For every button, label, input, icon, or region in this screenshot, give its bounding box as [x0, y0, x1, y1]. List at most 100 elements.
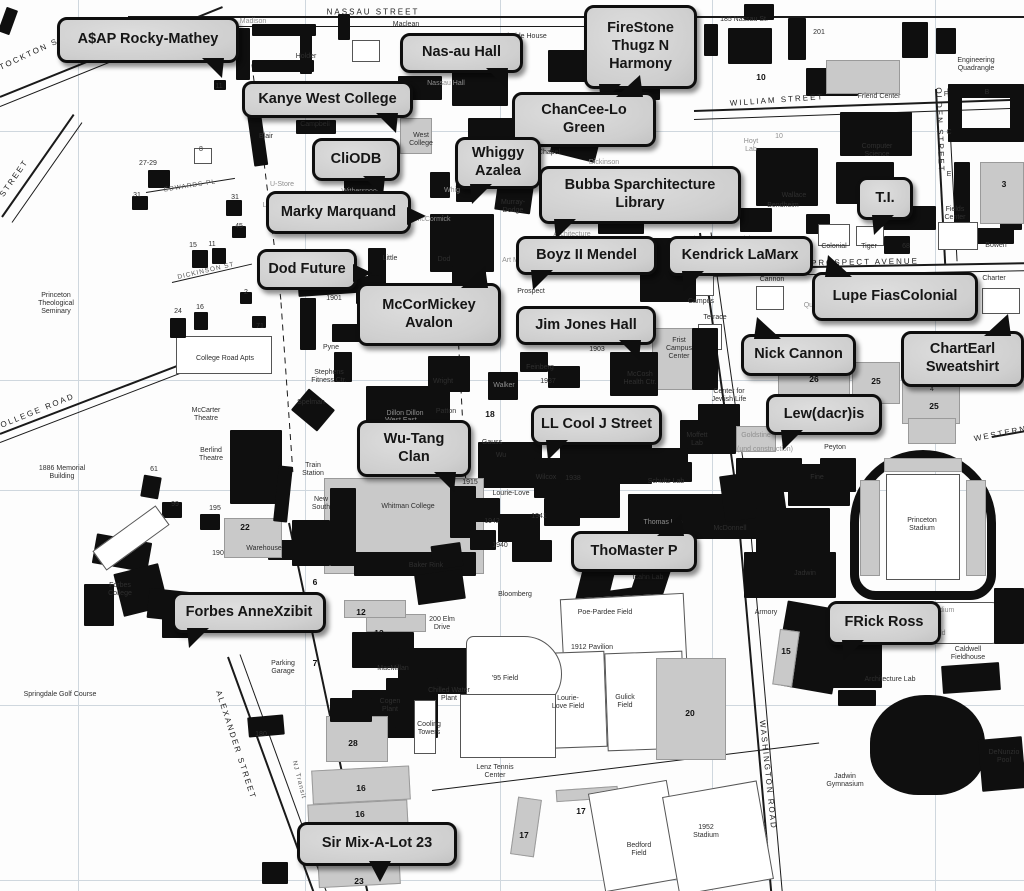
callout-tail [202, 58, 224, 78]
building-shape [296, 120, 336, 134]
callout-label: FireStone Thugz N Harmony [607, 20, 674, 72]
building-shape [936, 28, 956, 54]
building-shape [247, 714, 285, 738]
building-shape [194, 148, 212, 164]
building-shape [200, 514, 220, 530]
callout-nas-au-hall[interactable]: Nas-au Hall [400, 33, 523, 88]
callout-label: Bubba Sparchitecture Library [564, 177, 716, 211]
building-shape [226, 200, 242, 216]
street-label-street: STREET [0, 157, 31, 199]
callout-wu-tang-clan[interactable]: Wu-Tang Clan [357, 420, 471, 492]
callout-dod-future[interactable]: Dod Future [257, 249, 372, 290]
map-label-1901: 1901 [326, 294, 342, 302]
map-label-mccarter-theatre: McCarter Theatre [191, 406, 221, 422]
callout-cliodb[interactable]: CliODB [312, 138, 400, 196]
grid-line [305, 0, 306, 891]
callout-thomaster-p[interactable]: ThoMaster P [571, 514, 697, 572]
building-shape [262, 862, 288, 884]
callout-kendrick-lamarx[interactable]: Kendrick LaMarx [667, 236, 813, 291]
callout-tail [531, 270, 553, 290]
callout-tail [486, 68, 508, 88]
callout-kanye-west-college[interactable]: Kanye West College [242, 81, 413, 133]
building-shape [330, 488, 356, 566]
callout-chartearl-sweatshirt[interactable]: ChartEarl Sweatshirt [901, 314, 1024, 387]
callout-lew-dacr-is[interactable]: Lew(dacr)is [766, 394, 882, 450]
callout-ll-cool-j-street[interactable]: LL Cool J Street [531, 405, 662, 460]
callout-tail [619, 340, 641, 360]
callout-tail [353, 264, 372, 283]
building-shape [980, 162, 1024, 224]
grid-line [78, 0, 79, 891]
callout-tail [470, 184, 492, 204]
map-label-27-29: 27-29 [139, 159, 157, 167]
building-shape [338, 14, 350, 40]
map-label-190: 190 [212, 549, 224, 557]
map-label-berlind-theatre: Berlind Theatre [198, 446, 224, 462]
building-shape [820, 458, 856, 492]
callout-mccormickey-avalon[interactable]: McCorMickey Avalon [357, 266, 501, 346]
callout-label: Kendrick LaMarx [681, 247, 799, 264]
callout-label: Lupe FiasColonial [832, 287, 958, 304]
map-label-lourie-love: Lourie-Love [492, 489, 530, 497]
building-shape [470, 498, 500, 522]
building-shape [240, 292, 252, 304]
map-label-24: 24 [174, 307, 182, 315]
callout-tail [407, 206, 426, 225]
building-shape [192, 250, 208, 268]
building-shape [311, 765, 411, 805]
building-shape [884, 458, 962, 472]
building-shape [656, 658, 726, 760]
street-label-olden-street: OLDEN STREET [934, 87, 946, 173]
callout-nick-cannon[interactable]: Nick Cannon [741, 317, 856, 376]
callout-jim-jones-hall[interactable]: Jim Jones Hall [516, 306, 656, 360]
callout-sir-mix-a-lot-23[interactable]: Sir Mix-A-Lot 23 [297, 822, 457, 882]
callout-label: Kanye West College [258, 90, 397, 107]
map-label-cannon: Cannon [759, 275, 785, 283]
street-label-nassau-street: NASSAU STREET [326, 7, 420, 17]
callout-forbes-annexzibit[interactable]: Forbes AnneXzibit [172, 592, 326, 648]
building-shape [132, 196, 148, 210]
building-shape [818, 224, 850, 246]
building-shape [576, 478, 620, 518]
callout-frick-ross[interactable]: FRick Ross [827, 601, 941, 660]
callout-tail [842, 640, 864, 660]
map-label-10: 10 [756, 72, 766, 83]
map-label-engineering-quadrangle: Engineering Quadrangle [957, 56, 995, 72]
map-label-17: 17 [576, 806, 586, 817]
callout-tail [187, 628, 209, 648]
building-shape [982, 288, 1020, 314]
callout-a-ap-rocky-mathey[interactable]: A$AP Rocky-Mathey [57, 17, 239, 78]
building-shape [214, 80, 226, 90]
building-shape [512, 540, 552, 562]
map-label-caldwell-fieldhouse: Caldwell Fieldhouse [950, 645, 986, 661]
map-label-peyton: Peyton [824, 443, 846, 451]
map-label-friend-center: Friend Center [857, 92, 901, 100]
building-shape [902, 22, 928, 58]
map-label-princeton-theological-seminary: Princeton Theological Seminary [38, 291, 74, 316]
building-shape [941, 662, 1001, 694]
callout-boyz-ii-mendel[interactable]: Boyz II Mendel [516, 236, 657, 290]
building-shape [976, 228, 1014, 244]
building-shape [170, 318, 186, 338]
callout-label: A$AP Rocky-Mathey [77, 31, 219, 48]
map-label-maclean: Maclean [392, 20, 420, 28]
callout-bubba-sparchitecture-library[interactable]: Bubba Sparchitecture Library [539, 166, 741, 239]
building-shape [736, 458, 802, 492]
building-shape [176, 336, 272, 374]
callout-label: Nas-au Hall [422, 44, 501, 61]
map-label-lenz-tennis-center: Lenz Tennis Center [476, 763, 514, 779]
callout-marky-marquand[interactable]: Marky Marquand [266, 191, 426, 234]
callout-t-i[interactable]: T.I. [857, 177, 913, 235]
map-label-201: 201 [813, 28, 825, 36]
building-shape [994, 588, 1024, 644]
callout-lupe-fiascolonial[interactable]: Lupe FiasColonial [812, 255, 978, 321]
callout-label: Marky Marquand [280, 203, 397, 220]
callout-whiggy-azalea[interactable]: Whiggy Azalea [455, 137, 541, 204]
building-shape [252, 316, 266, 328]
building-shape [352, 40, 380, 62]
map-label-10: 10 [775, 132, 783, 140]
building-shape [938, 222, 978, 250]
callout-tail [369, 861, 392, 882]
building-shape [140, 474, 162, 500]
building-shape [886, 474, 960, 580]
